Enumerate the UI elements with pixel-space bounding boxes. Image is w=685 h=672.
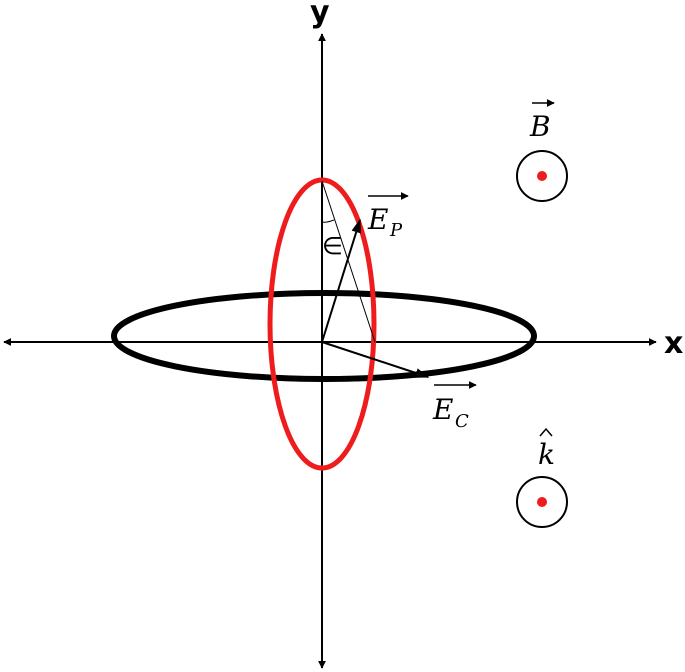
y-axis-label: y	[310, 0, 330, 30]
b-field-out-of-page-icon	[516, 150, 568, 202]
angle-epsilon: ∈	[322, 232, 343, 260]
label-ep-sub: P	[389, 220, 403, 241]
label-k-letter: k	[538, 438, 555, 471]
vector-ec	[321, 341, 430, 378]
ellipse-p	[267, 177, 377, 471]
label-ec-sub: C	[455, 411, 469, 432]
ellipse-c	[111, 290, 537, 382]
angle-arc	[321, 219, 335, 223]
label-ec: E C	[432, 381, 477, 432]
label-ep-letter: E	[367, 203, 388, 236]
x-axis-label: x	[664, 326, 683, 361]
tilt-line	[321, 180, 376, 343]
label-ep: E P	[367, 192, 409, 241]
k-out-of-page-icon	[516, 476, 568, 528]
label-b-letter: B	[529, 110, 551, 143]
label-k: k	[538, 427, 555, 471]
label-k-hat	[539, 427, 553, 437]
label-ec-letter: E	[432, 393, 453, 426]
vector-ep	[321, 218, 361, 343]
label-b: B	[529, 99, 555, 143]
